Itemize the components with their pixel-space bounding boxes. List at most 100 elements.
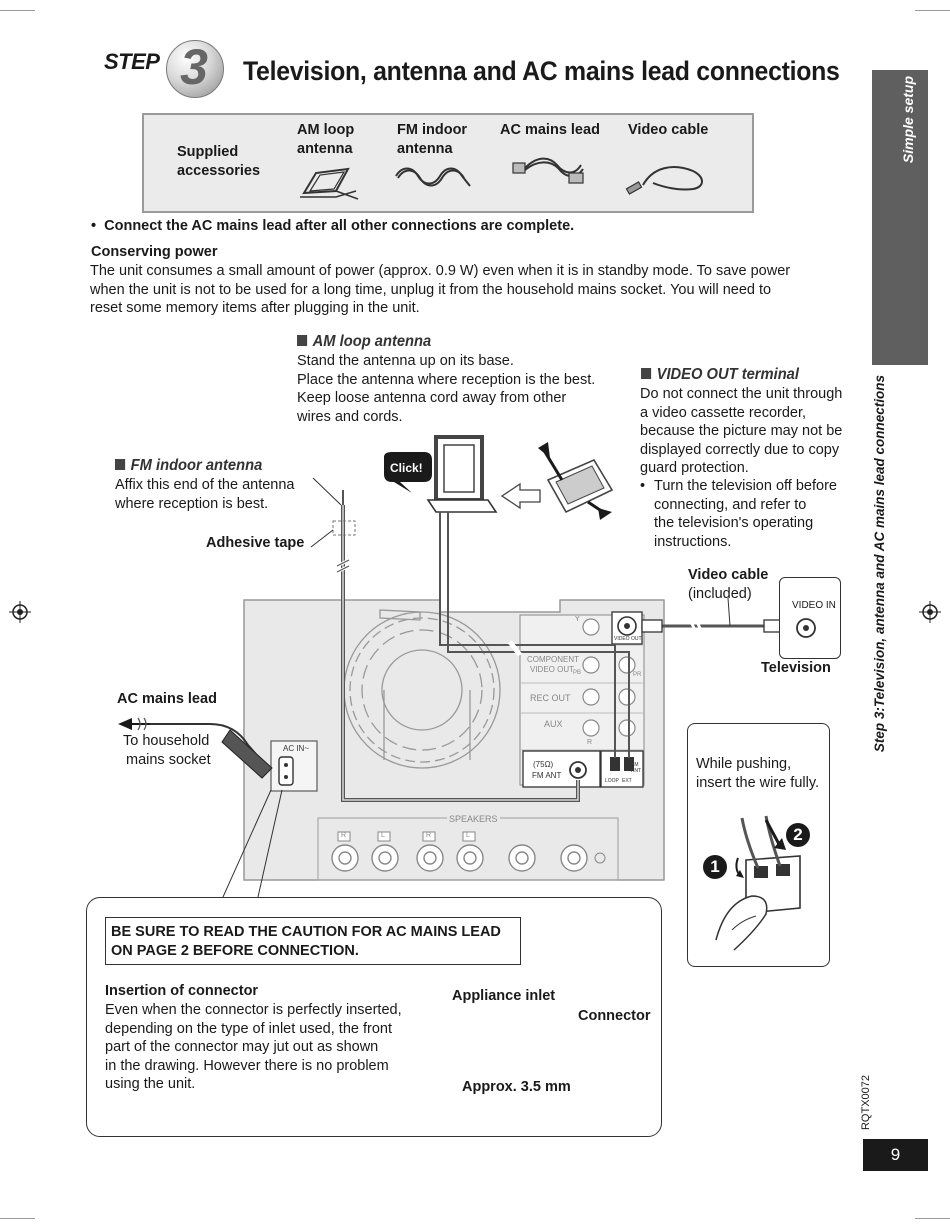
panel-label-pr: PR bbox=[633, 672, 642, 678]
step-number-2-icon: 2 bbox=[786, 823, 810, 847]
crop-mark bbox=[0, 1218, 35, 1219]
paragraph-line: when the unit is not to be used for a lo… bbox=[90, 281, 772, 298]
video-out-heading-text: VIDEO OUT terminal bbox=[656, 366, 799, 383]
doc-code: RQTX0072 bbox=[860, 1075, 872, 1131]
cooling-fan-grill bbox=[343, 609, 501, 769]
insertion-heading: Insertion of connector bbox=[105, 983, 259, 999]
paragraph-line: insert the wire fully. bbox=[696, 774, 820, 791]
paragraph-line: Affix this end of the antenna bbox=[115, 477, 295, 493]
conserving-heading: Conserving power bbox=[91, 244, 218, 260]
paragraph-line: Do not connect the unit through bbox=[640, 386, 843, 402]
television-box bbox=[779, 577, 841, 659]
caution-text: BE SURE TO READ THE CAUTION FOR AC MAINS… bbox=[111, 923, 501, 961]
am-loop-heading: AM loop antenna bbox=[297, 333, 431, 351]
panel-label-speakers: SPEAKERS bbox=[447, 814, 500, 824]
panel-label-component-video: VIDEO OUT bbox=[530, 665, 575, 674]
accessory-label: AM loop antenna bbox=[297, 122, 355, 157]
ac-mains-lead-icon bbox=[512, 157, 584, 184]
video-out-heading: VIDEO OUT terminal bbox=[641, 366, 799, 384]
accessory-label: AC mains lead bbox=[500, 122, 600, 138]
panel-label-y: Y bbox=[575, 616, 580, 623]
paragraph-line: where reception is best. bbox=[115, 495, 269, 512]
video-cable-included: (included) bbox=[688, 586, 752, 602]
video-out-bullet: • Turn the television off before connect… bbox=[640, 478, 837, 550]
section-tab bbox=[872, 70, 928, 365]
panel-label-video-out: VIDEO OUT bbox=[614, 636, 642, 642]
am-loop-text: Stand the antenna up on its base. Place … bbox=[297, 352, 595, 426]
ac-mains-heading: AC mains lead bbox=[117, 691, 217, 707]
paragraph-line: depending on the type of inlet used, the… bbox=[105, 1020, 392, 1037]
notice-text: Connect the AC mains lead after all othe… bbox=[104, 218, 575, 234]
crop-mark bbox=[0, 10, 35, 11]
adhesive-tape-label: Adhesive tape bbox=[206, 535, 305, 551]
page-title: Television, antenna and AC mains lead co… bbox=[243, 56, 840, 86]
caution-line: BE SURE TO READ THE CAUTION FOR AC MAINS… bbox=[111, 924, 501, 940]
crop-mark bbox=[915, 10, 950, 11]
panel-label-pb: PB bbox=[573, 670, 582, 676]
caution-box bbox=[105, 917, 521, 965]
accessories-box bbox=[142, 113, 754, 213]
video-cable-label: Video cable bbox=[688, 567, 769, 583]
paragraph-line: Place the antenna where reception is the… bbox=[297, 371, 596, 388]
fm-indoor-heading: FM indoor antenna bbox=[115, 457, 262, 475]
paragraph-line: in the drawing. However there is no prob… bbox=[105, 1057, 389, 1074]
panel-label-fm-ant: FM ANT bbox=[532, 771, 562, 780]
paragraph-line: wires and cords. bbox=[297, 408, 403, 425]
fm-indoor-heading-text: FM indoor antenna bbox=[130, 457, 263, 474]
wire-insertion-panel bbox=[687, 723, 830, 967]
paragraph-line: a video cassette recorder, bbox=[640, 404, 807, 421]
ac-mains-destination: To household mains socket bbox=[123, 732, 211, 769]
paragraph-line: The unit consumes a small amount of powe… bbox=[90, 263, 791, 279]
panel-label-rec-out: REC OUT bbox=[530, 693, 571, 703]
connector-label: Connector bbox=[578, 1008, 651, 1024]
paragraph-line: Turn the television off before bbox=[654, 478, 837, 494]
video-in-jack-icon bbox=[796, 618, 816, 638]
paragraph-line: Even when the connector is perfectly ins… bbox=[105, 1002, 402, 1018]
page-number: 9 bbox=[863, 1139, 928, 1171]
paragraph-line: connecting, and refer to bbox=[654, 496, 807, 513]
speaker-label-l: L bbox=[466, 832, 470, 839]
notice-bullet: • Connect the AC mains lead after all ot… bbox=[91, 218, 575, 234]
am-loop-antenna-icon bbox=[300, 167, 359, 200]
fm-indoor-text: Affix this end of the antenna where rece… bbox=[115, 476, 295, 513]
paragraph-line: To household bbox=[123, 733, 210, 749]
panel-label-r: R bbox=[587, 739, 593, 746]
click-label: Click! bbox=[390, 461, 423, 475]
panel-label-ant: ANT bbox=[631, 768, 641, 774]
doc-code-wrap: RQTX0072 bbox=[860, 1075, 876, 1135]
speaker-label-l: L bbox=[381, 832, 385, 839]
accessory-label: FM indoor antenna bbox=[397, 122, 468, 157]
paragraph-line: instructions. bbox=[654, 533, 732, 550]
video-cable-icon bbox=[625, 166, 703, 195]
paragraph-line: mains socket bbox=[126, 751, 211, 768]
paragraph-line: part of the connector may jut out as sho… bbox=[105, 1039, 379, 1055]
insertion-text: Even when the connector is perfectly ins… bbox=[105, 1001, 402, 1094]
panel-label-aux: AUX bbox=[544, 719, 563, 729]
panel-label-loop: LOOP bbox=[605, 778, 619, 784]
step-badge bbox=[166, 40, 224, 98]
ac-in-label: AC IN~ bbox=[283, 744, 310, 753]
step-word: STEP bbox=[104, 49, 160, 74]
paragraph-line: because the picture may not be bbox=[640, 423, 843, 439]
registration-mark-icon bbox=[919, 601, 941, 623]
crop-mark bbox=[915, 1218, 950, 1219]
panel-label-ohm: (75Ω) bbox=[533, 760, 554, 769]
terminal-push-illustration bbox=[715, 815, 801, 951]
panel-label-am: AM bbox=[631, 762, 639, 768]
paragraph-line: guard protection. bbox=[640, 460, 749, 476]
appliance-inlet-label: Appliance inlet bbox=[452, 988, 556, 1004]
wire-insertion-text: While pushing, insert the wire fully. bbox=[696, 755, 819, 792]
step-number: 3 bbox=[180, 39, 208, 95]
step-number-1-icon: 1 bbox=[703, 855, 727, 879]
paragraph-line: the television's operating bbox=[654, 515, 814, 531]
video-out-text: Do not connect the unit through a video … bbox=[640, 385, 842, 478]
caution-panel bbox=[86, 897, 662, 1137]
approx-label: Approx. 3.5 mm bbox=[462, 1079, 571, 1095]
fm-antenna-cord-icon bbox=[395, 167, 471, 187]
caution-line: ON PAGE 2 BEFORE CONNECTION. bbox=[111, 943, 359, 959]
am-loop-heading-text: AM loop antenna bbox=[312, 333, 432, 350]
conserving-text: The unit consumes a small amount of powe… bbox=[90, 262, 790, 318]
paragraph-line: Stand the antenna up on its base. bbox=[297, 353, 514, 369]
television-label: Television bbox=[761, 660, 831, 676]
